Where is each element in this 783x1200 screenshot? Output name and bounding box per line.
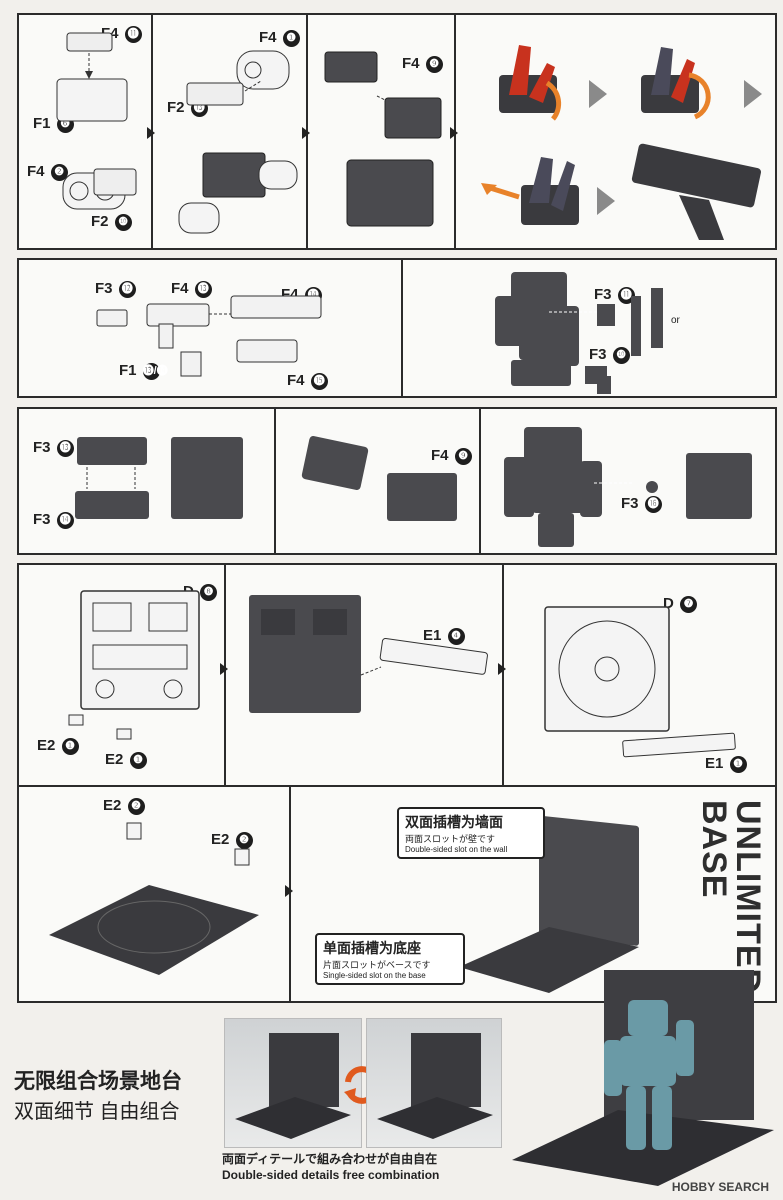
robot-drawing: [495, 272, 663, 394]
part-label: F3 ❿: [589, 346, 630, 364]
robot-drawing: [504, 427, 752, 547]
step3-panel: F3 ⓭ F3 ⓮ F4 ❾ F3 ⓰: [17, 407, 777, 555]
wall-panel-drawing: [68, 590, 200, 740]
photo-wall-base: [377, 1033, 493, 1139]
part-label: F2 ❿: [91, 213, 132, 231]
promo-subtitle: 双面细节 自由组合: [14, 1101, 180, 1123]
base-slot-callout: 单面插槽为底座 片面スロットがベースです Single-sided slot o…: [315, 933, 465, 985]
divider: [401, 260, 403, 396]
wall-panel-drawing: [249, 595, 488, 713]
promo-caption-jp: 両面ディテールで組み合わせが自由自在: [222, 1152, 438, 1166]
part-label: F4 ❾: [402, 55, 443, 73]
part-drawing: [301, 435, 457, 521]
step-arrow: [302, 127, 310, 139]
part-label: E2 ❷: [211, 831, 253, 849]
photo-wall-base: [235, 1033, 351, 1139]
part-drawing: [324, 51, 442, 227]
part-drawing: [75, 437, 243, 519]
part-label: F3 ⓬: [95, 280, 136, 298]
divider: [502, 565, 504, 785]
red-clamp-drawing: [481, 45, 762, 240]
part-label: F4 ❷: [27, 163, 68, 181]
part-label: F4 ⓭: [171, 280, 212, 298]
step1-panel: F4 ⓫ F1 ❻ F4 ❷ F2 ❿ F4 ❶ F2 ⓭ F4 ❾: [17, 13, 777, 250]
divider: [224, 565, 226, 785]
rifle-drawing: [96, 295, 322, 377]
step4-panel: D ❽ E2 ❶ E2 ❶ E1 ❹ D ❼ E1 ❶ E2 ❷ E2 ❷: [17, 563, 777, 1003]
product-photo: [366, 1018, 502, 1148]
part-label: F3 ⓮: [33, 511, 74, 529]
part-drawing: [178, 50, 298, 234]
divider: [479, 409, 481, 553]
divider: [274, 409, 276, 553]
part-label: E1 ❶: [705, 755, 747, 773]
step-arrow: [285, 885, 293, 897]
part-label: E2 ❷: [103, 797, 145, 815]
brand-title: UNLIMITED BASE: [695, 800, 767, 995]
part-label: E2 ❶: [37, 737, 79, 755]
product-photo: [224, 1018, 362, 1148]
part-label: F3 ⓰: [621, 495, 662, 513]
divider: [19, 785, 775, 787]
watermark: HOBBY SEARCH: [671, 1180, 769, 1194]
step-arrow: [147, 127, 155, 139]
part-drawing: [56, 32, 137, 210]
or-label: or: [671, 315, 680, 326]
promo-caption-en: Double-sided details free combination: [222, 1168, 440, 1182]
promo-title: 无限组合场景地台: [14, 1070, 182, 1093]
wall-panel-drawing: [544, 606, 736, 758]
part-label: F3 ⓫: [594, 286, 635, 304]
step-arrow: [450, 127, 458, 139]
part-label: E1 ❹: [423, 627, 465, 645]
part-label: F3 ⓭: [33, 439, 74, 457]
step2-panel: F3 ⓬ F4 ⓭ F4 ⓮ F1 ⓭/⓮ F4 ⓯ F3 ⓫ F3 ❿ or: [17, 258, 777, 398]
assembled-base-drawing: [459, 815, 639, 993]
part-label: F4 ❾: [431, 447, 472, 465]
part-label: F4 ❶: [259, 29, 300, 47]
floor-base-drawing: [49, 822, 259, 975]
wall-slot-callout: 双面插槽为墙面 両面スロットが壁です Double-sided slot on …: [397, 807, 545, 859]
part-label: F4 ⓯: [287, 372, 328, 390]
part-label: E2 ❶: [105, 751, 147, 769]
step-arrow: [498, 663, 506, 675]
robot-on-base-photo: [512, 970, 774, 1186]
step-arrow: [220, 663, 228, 675]
part-label: D ❼: [663, 595, 698, 613]
